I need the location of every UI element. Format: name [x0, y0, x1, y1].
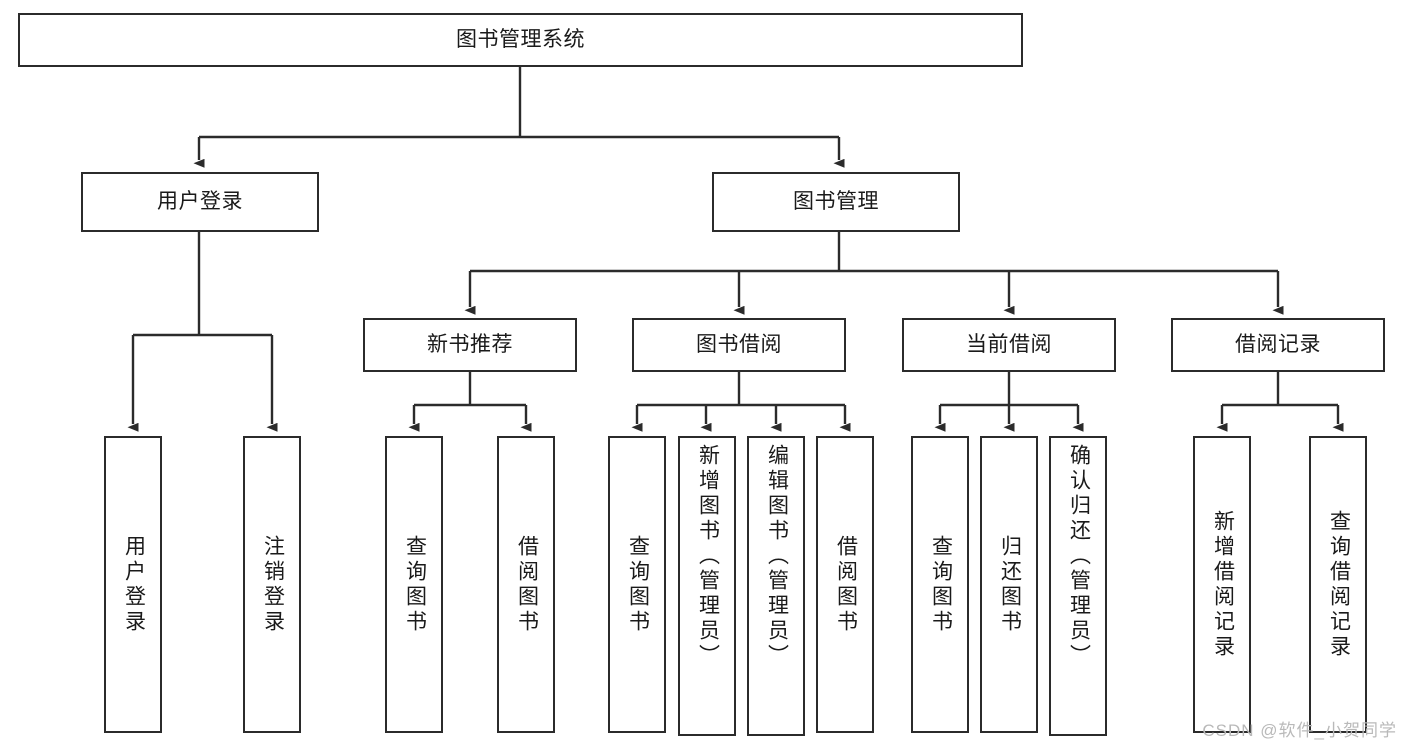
leaf-confirm-return-admin[interactable]: 确认归还（管理员）	[1049, 436, 1107, 736]
leaf-return-book-label: 归还图书	[998, 534, 1022, 635]
node-book-management-label: 图书管理	[793, 189, 879, 213]
node-current-borrow[interactable]: 当前借阅	[902, 318, 1116, 372]
leaf-query-borrow-record-label: 查询借阅记录	[1327, 509, 1351, 660]
leaf-borrow-book-newbook-label: 借阅图书	[515, 534, 539, 635]
node-user-login[interactable]: 用户登录	[81, 172, 319, 232]
leaf-query-book-current[interactable]: 查询图书	[911, 436, 969, 733]
leaf-add-borrow-record[interactable]: 新增借阅记录	[1193, 436, 1251, 733]
leaf-confirm-return-admin-label: 确认归还（管理员）	[1067, 444, 1091, 669]
leaf-query-book-borrow[interactable]: 查询图书	[608, 436, 666, 733]
leaf-edit-book-admin-label: 编辑图书（管理员）	[765, 444, 789, 669]
leaf-borrow-book-borrow[interactable]: 借阅图书	[816, 436, 874, 733]
node-root[interactable]: 图书管理系统	[18, 13, 1023, 67]
leaf-query-borrow-record[interactable]: 查询借阅记录	[1309, 436, 1367, 733]
leaf-logout-label: 注销登录	[261, 534, 285, 635]
node-book-borrow-label: 图书借阅	[696, 332, 782, 356]
leaf-borrow-book-borrow-label: 借阅图书	[834, 534, 858, 635]
leaf-return-book[interactable]: 归还图书	[980, 436, 1038, 733]
node-root-label: 图书管理系统	[456, 27, 585, 51]
leaf-query-book-newbook[interactable]: 查询图书	[385, 436, 443, 733]
csdn-watermark: CSDN @软件_小贺同学	[1202, 721, 1397, 740]
node-borrow-record-label: 借阅记录	[1235, 332, 1321, 356]
node-user-login-label: 用户登录	[157, 189, 243, 213]
leaf-borrow-book-newbook[interactable]: 借阅图书	[497, 436, 555, 733]
leaf-query-book-current-label: 查询图书	[929, 534, 953, 635]
leaf-add-book-admin-label: 新增图书（管理员）	[696, 444, 720, 669]
node-book-management[interactable]: 图书管理	[712, 172, 960, 232]
leaf-query-book-newbook-label: 查询图书	[403, 534, 427, 635]
leaf-logout[interactable]: 注销登录	[243, 436, 301, 733]
node-current-borrow-label: 当前借阅	[966, 332, 1052, 356]
leaf-user-login[interactable]: 用户登录	[104, 436, 162, 733]
leaf-user-login-label: 用户登录	[122, 534, 146, 635]
node-new-book-recommend[interactable]: 新书推荐	[363, 318, 577, 372]
node-borrow-record[interactable]: 借阅记录	[1171, 318, 1385, 372]
node-book-borrow[interactable]: 图书借阅	[632, 318, 846, 372]
leaf-add-borrow-record-label: 新增借阅记录	[1211, 509, 1235, 660]
node-new-book-recommend-label: 新书推荐	[427, 332, 513, 356]
leaf-add-book-admin[interactable]: 新增图书（管理员）	[678, 436, 736, 736]
leaf-query-book-borrow-label: 查询图书	[626, 534, 650, 635]
leaf-edit-book-admin[interactable]: 编辑图书（管理员）	[747, 436, 805, 736]
